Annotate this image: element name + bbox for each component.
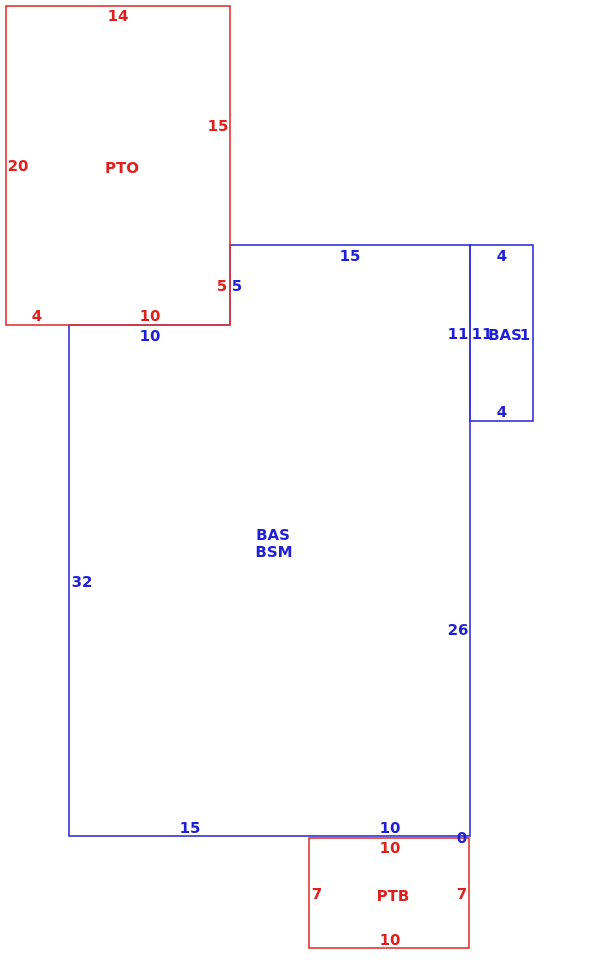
- dim-bas-left: 32: [72, 573, 93, 591]
- dim-bas-corner: 0: [457, 829, 467, 847]
- dim-pto-left: 20: [8, 157, 29, 175]
- ptb-outline: [308, 837, 470, 949]
- dim-bas1-left-inner: 11: [472, 325, 493, 343]
- dim-pto-right-upper: 15: [208, 117, 229, 135]
- dim-bas1-bottom: 4: [497, 403, 507, 421]
- pto-outline: [5, 5, 231, 326]
- dim-pto-bottom-left: 4: [32, 307, 42, 325]
- dim-ptb-top: 10: [380, 839, 401, 857]
- dim-bas-right: 26: [448, 621, 469, 639]
- area-label-ptb: PTB: [377, 887, 410, 905]
- dim-bas-top: 15: [340, 247, 361, 265]
- area-label-bas1: BAS: [488, 326, 522, 344]
- area-label-bsm: BSM: [255, 543, 292, 561]
- dim-bas-notch-bottom: 10: [140, 327, 161, 345]
- dim-bas1-top: 4: [497, 247, 507, 265]
- dim-ptb-left: 7: [312, 885, 322, 903]
- dim-bas-bottom-right: 10: [380, 819, 401, 837]
- dim-pto-bottom-right: 10: [140, 307, 161, 325]
- area-label-bas: BAS: [256, 526, 290, 544]
- dim-bas-notch-right: 5: [232, 277, 242, 295]
- area-label-pto: PTO: [105, 159, 139, 177]
- dim-bas-bottom-left: 15: [180, 819, 201, 837]
- dim-pto-right-lower: 5: [217, 277, 227, 295]
- dim-pto-top: 14: [108, 7, 129, 25]
- dim-ptb-right: 7: [457, 885, 467, 903]
- dim-ptb-bottom: 10: [380, 931, 401, 949]
- area-label-bas1-digit: 1: [520, 326, 530, 344]
- bas1-outline: [469, 244, 534, 422]
- dim-bas1-left-outer: 11: [448, 325, 469, 343]
